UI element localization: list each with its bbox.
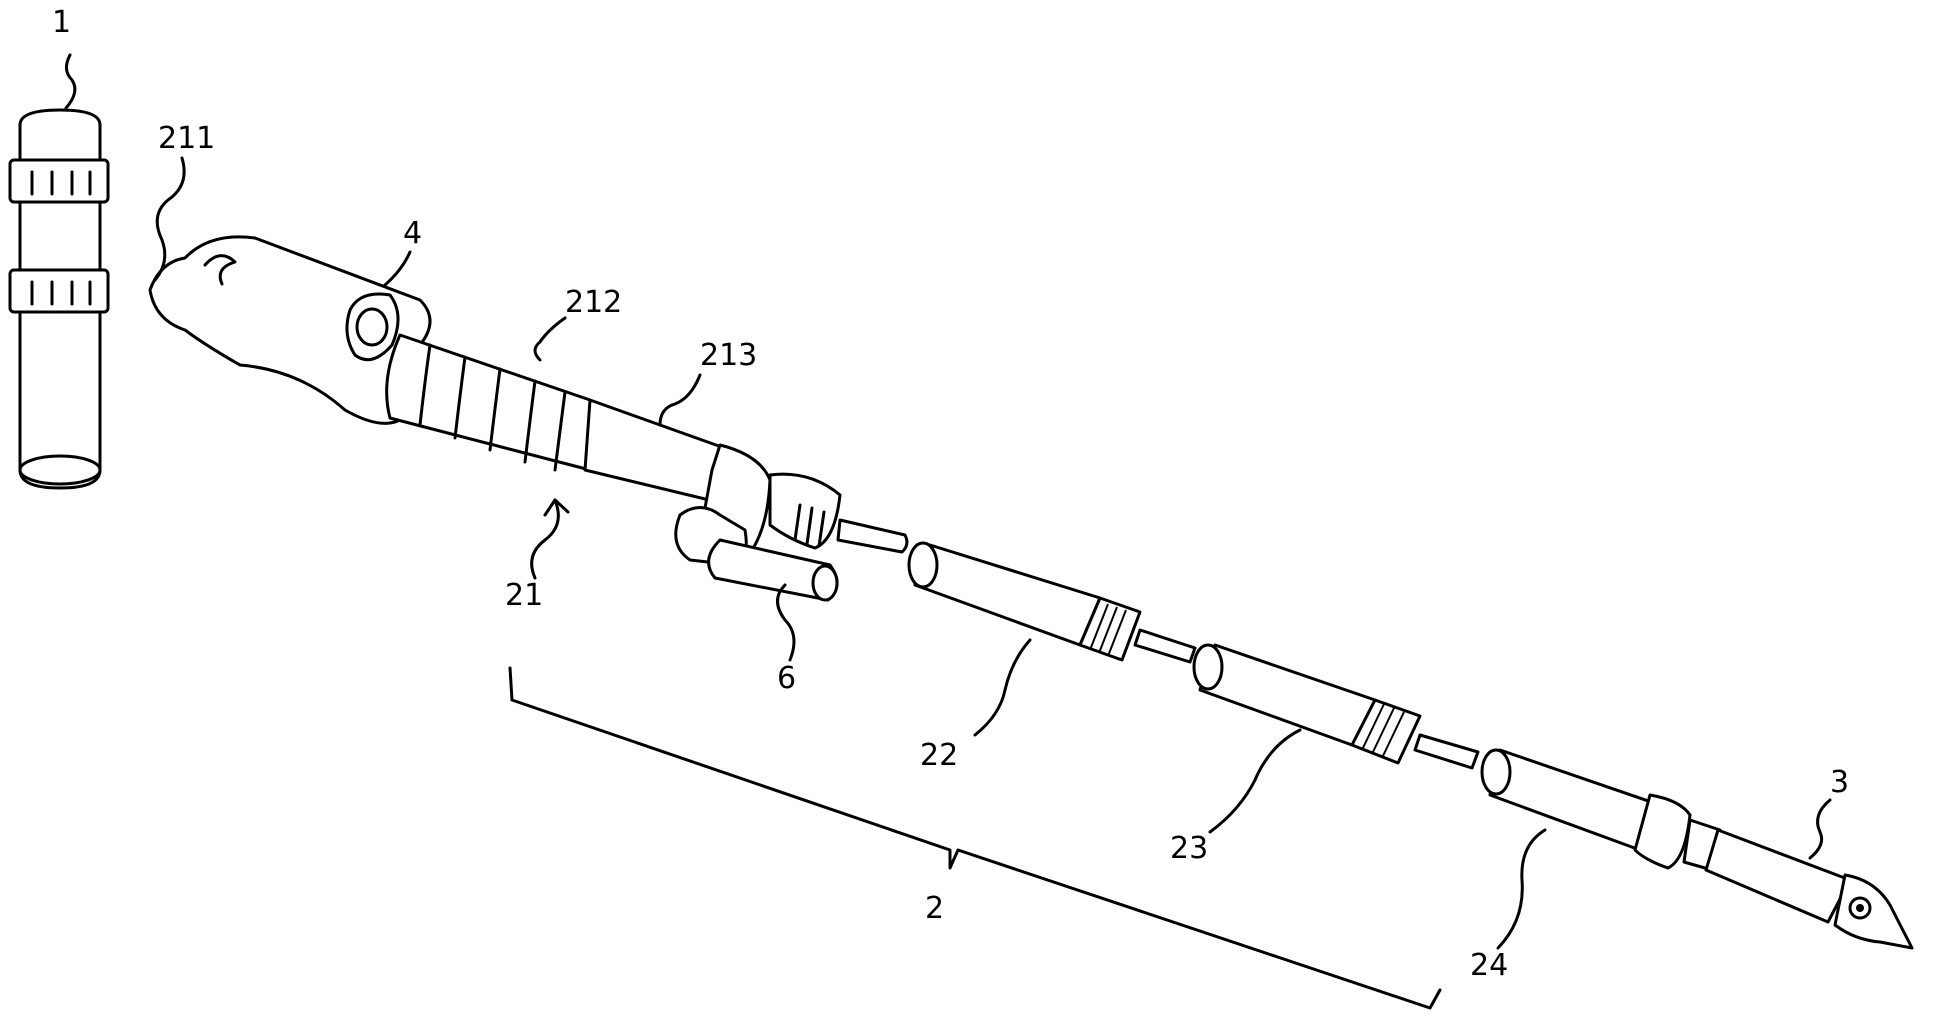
leader-6 (778, 585, 795, 660)
label-21: 21 (505, 578, 543, 613)
label-6: 6 (777, 661, 796, 696)
leader-23 (1210, 730, 1300, 832)
label-212: 212 (565, 285, 622, 320)
leader-22 (975, 640, 1030, 735)
leader-24 (1498, 830, 1545, 948)
label-4: 4 (403, 216, 422, 251)
label-23: 23 (1170, 831, 1208, 866)
part-1-cylinder (10, 110, 108, 488)
label-211: 211 (158, 121, 215, 156)
label-1: 1 (52, 5, 71, 40)
leader-212 (535, 318, 565, 360)
leader-4 (385, 252, 410, 285)
leader-1 (66, 55, 75, 108)
label-22: 22 (920, 738, 958, 773)
label-2: 2 (925, 891, 944, 926)
part-24-segment (1482, 750, 1723, 870)
part-3-tip (1706, 830, 1912, 948)
label-24: 24 (1470, 948, 1508, 983)
leader-21 (532, 500, 559, 578)
leader-3 (1810, 800, 1830, 858)
leader-213 (660, 375, 700, 425)
part-21-handle (150, 237, 907, 600)
part-23-segment (1194, 645, 1478, 768)
label-3: 3 (1830, 765, 1849, 800)
label-213: 213 (700, 338, 757, 373)
part-22-segment (909, 543, 1195, 662)
